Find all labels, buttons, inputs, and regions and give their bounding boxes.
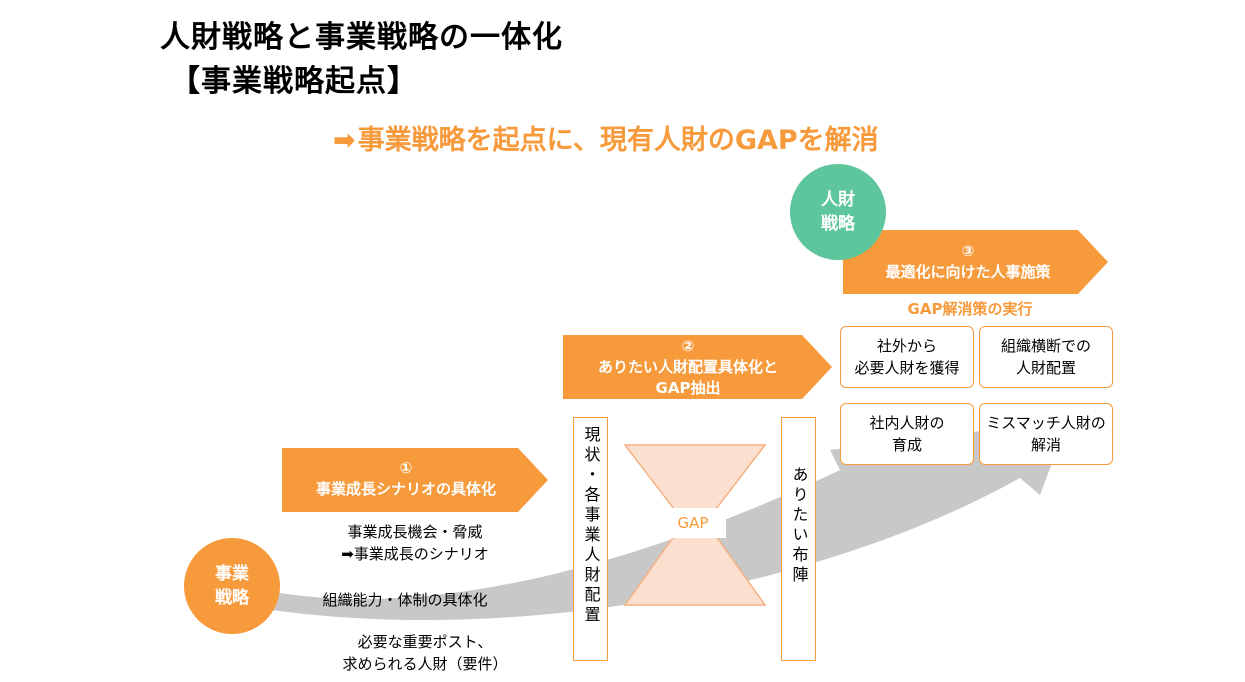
step1-label: ① 事業成長シナリオの具体化 [315,459,496,498]
hr-measure-mismatch-resolution: ミスマッチ人財の 解消 [979,403,1113,465]
step3-chevron [843,230,1108,294]
right-arrow-icon: ➡ [333,125,356,156]
growth-swoosh-arrow [240,420,1068,621]
headline-text: 事業戦略を起点に、現有人財のGAPを解消 [357,125,879,156]
step3-label: ③ 最適化に向けた人事施策 [885,242,1051,281]
step1-chevron [282,448,548,512]
current-placement-text: 現状・各事業人財配置 [581,426,601,626]
page-title: 人財戦略と事業戦略の一体化 [160,20,563,55]
hr-strategy-circle: 人財 戦略 [790,164,886,260]
page-subtitle-bracket: 【事業戦略起点】 [170,64,418,99]
gap-resolution-caption: GAP解消策の実行 [907,300,1033,318]
current-placement-box: 現状・各事業人財配置 [573,417,608,661]
ideal-formation-text: ありたい布陣 [789,466,809,586]
headline: ➡事業戦略を起点に、現有人財のGAPを解消 [333,118,879,157]
business-strategy-circle: 事業 戦略 [184,538,280,634]
hr-measure-cross-org-placement: 組織横断での 人財配置 [979,326,1113,388]
step1-detail-scenario: 事業成長機会・脅威 ➡事業成長のシナリオ [341,523,489,563]
hr-measure-external-hiring: 社外から 必要人財を獲得 [840,326,974,388]
gap-label: GAP [660,508,726,538]
ideal-formation-box: ありたい布陣 [781,417,816,661]
step1-detail-posts: 必要な重要ポスト、 求められる人財（要件） [342,633,508,673]
step2-label: ② ありたい人財配置具体化と GAP抽出 [597,337,778,397]
step2-chevron [563,335,832,399]
step1-detail-organization: 組織能力・体制の具体化 [322,591,488,609]
hr-measure-internal-development: 社内人財の 育成 [840,403,974,465]
